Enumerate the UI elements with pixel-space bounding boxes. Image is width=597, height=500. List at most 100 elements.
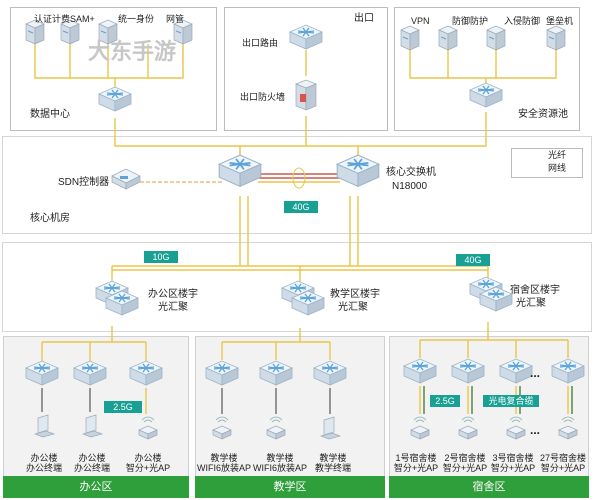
office-endpoint-2-l2: 办公终端 (73, 463, 110, 473)
exit-firewall-label: 出口防火墙 (240, 92, 286, 102)
access-switch-icon (25, 360, 59, 386)
access-switch-icon (129, 360, 163, 386)
exit-title: 出口 (354, 13, 374, 24)
server-icon (25, 19, 45, 45)
dorm-endpoint-3-l2: 智分+光AP (490, 463, 536, 473)
core-switch-label-2: N18000 (392, 181, 428, 192)
router-icon (289, 24, 323, 50)
agg-link-tag-10g: 10G (144, 251, 178, 263)
server-icon (486, 25, 506, 51)
access-point-icon (558, 416, 578, 440)
aggregation-switch-icon (105, 290, 139, 316)
dorm-endpoint-4-l1: 27号宿舍楼 (539, 453, 586, 463)
access-point-icon (506, 416, 526, 440)
dorm-link-tag: 2.5G (430, 395, 460, 407)
terminal-icon (319, 416, 342, 440)
device-label-sam: SAM+ (70, 14, 95, 24)
teaching-endpoint-2-l1: 教学楼 (266, 453, 294, 463)
security-label-ips: 入侵防御 (504, 16, 541, 26)
office-link-tag: 2.5G (104, 401, 142, 413)
core-link-tag: 40G (284, 201, 318, 213)
security-label-defense: 防御防护 (452, 16, 489, 26)
teaching-endpoint-1-l1: 教学楼 (210, 453, 238, 463)
legend-fiber-label: 光纤 (548, 150, 567, 160)
access-point-icon (266, 416, 286, 440)
security-label-vpn: VPN (411, 16, 430, 26)
dorm-endpoint-2-l1: 2号宿舍楼 (444, 453, 486, 463)
access-switch-icon (551, 358, 585, 384)
teaching-endpoint-3-l2: 教学终端 (314, 463, 351, 473)
dorm-endpoint-3-l1: 3号宿舍楼 (492, 453, 534, 463)
access-switch-icon (205, 360, 239, 386)
office-endpoint-3-l2: 智分+光AP (125, 463, 171, 473)
firewall-icon (295, 79, 317, 111)
access-switch-icon (313, 360, 347, 386)
zone-office-title: 办公区 (3, 476, 189, 498)
office-endpoint-1-l1: 办公楼 (30, 453, 58, 463)
security-label-bastion: 堡垒机 (546, 16, 574, 26)
zone-teaching-title: 教学区 (195, 476, 385, 498)
access-switch-icon (73, 360, 107, 386)
dorm-ellipsis-bottom: ... (530, 423, 541, 437)
core-switch-icon (335, 154, 381, 188)
controller-icon (111, 168, 141, 190)
core-room-panel (2, 136, 592, 234)
terminal-icon (33, 414, 56, 438)
office-endpoint-2-l1: 办公楼 (78, 453, 106, 463)
access-point-icon (410, 416, 430, 440)
agg-office-label-2: 光汇聚 (158, 302, 188, 313)
server-icon (438, 25, 458, 51)
aggregation-switch-icon (469, 276, 503, 302)
link-bundle-ring (292, 167, 306, 189)
security-panel (394, 7, 580, 131)
dorm-ellipsis-top: ... (530, 366, 541, 380)
server-icon (400, 25, 420, 51)
server-icon (546, 25, 566, 51)
agg-dorm-label-2: 光汇聚 (516, 298, 546, 309)
fiber-link (409, 48, 557, 79)
server-icon (60, 19, 80, 45)
dorm-endpoint-2-l2: 智分+光AP (442, 463, 488, 473)
access-switch-icon (451, 358, 485, 384)
server-icon (98, 19, 118, 45)
sdn-label: SDN控制器 (58, 177, 110, 188)
dorm-endpoint-1-l1: 1号宿舍楼 (395, 453, 437, 463)
access-switch-icon (403, 358, 437, 384)
zone-dorm-title: 宿舍区 (389, 476, 589, 498)
agg-teaching-label-2: 光汇聚 (338, 302, 368, 313)
dorm-endpoint-4-l2: 智分+光AP (540, 463, 586, 473)
dorm-composite-tag: 光电复合缆 (483, 395, 539, 407)
fiber-link (114, 112, 487, 147)
terminal-icon (81, 414, 104, 438)
device-label-nms: 网管 (166, 14, 185, 24)
server-icon (173, 19, 193, 45)
device-label-auth: 认证计费 (34, 14, 71, 24)
legend (511, 148, 583, 178)
legend-cable-label: 网线 (548, 163, 567, 173)
access-point-icon (212, 416, 232, 440)
agg-teaching-label-1: 教学区楼宇 (330, 289, 380, 300)
device-label-identity: 统一身份 (118, 14, 155, 24)
agg-link-tag-40g: 40G (456, 254, 490, 266)
teaching-endpoint-2-l2: WIFI6放装AP (252, 463, 307, 473)
core-room-label: 核心机房 (30, 213, 70, 224)
agg-office-label-1: 办公区楼宇 (148, 289, 198, 300)
access-point-icon (458, 416, 478, 440)
dorm-endpoint-1-l2: 智分+光AP (393, 463, 439, 473)
core-switch-icon (217, 154, 263, 188)
office-endpoint-3-l1: 办公楼 (134, 453, 162, 463)
exit-router-label: 出口路由 (242, 38, 279, 48)
office-endpoint-1-l2: 办公终端 (25, 463, 62, 473)
watermark-text: 大东手游 (88, 39, 177, 64)
access-switch-icon (259, 360, 293, 386)
access-switch-icon (499, 358, 533, 384)
core-switch-label-1: 核心交换机 (386, 167, 436, 178)
switch-icon (469, 82, 503, 108)
aggregation-switch-icon (291, 290, 325, 316)
datacenter-title: 数据中心 (30, 109, 70, 120)
aggregation-switch-icon (479, 286, 513, 312)
access-point-icon (138, 416, 158, 440)
